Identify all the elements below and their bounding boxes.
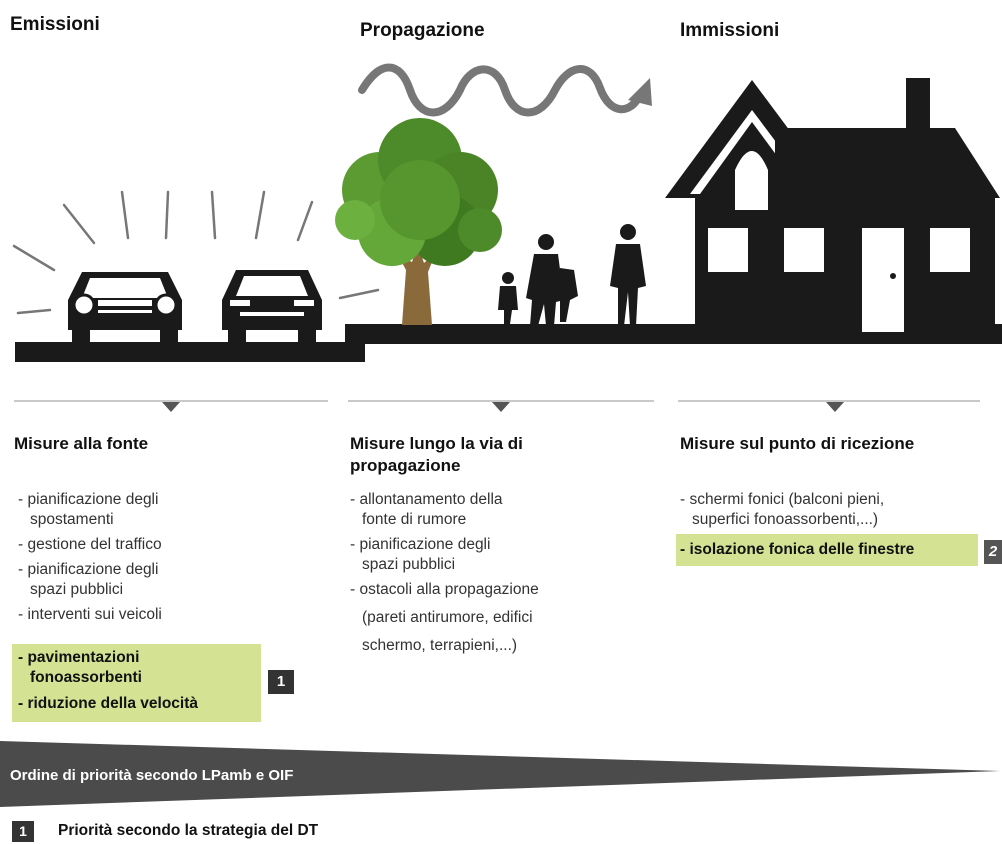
highlight-box [676,534,978,566]
tree-icon [335,118,502,325]
highlight-box [12,644,261,722]
column-divider [348,400,654,402]
car-icon [68,272,182,346]
legend-badge: 1 [12,821,34,842]
list-item: schermo, terrapieni,...) [362,637,518,654]
sound-wave-arrow-icon [358,63,652,117]
list-item: spazi pubblici [30,581,124,598]
down-triangle-icon [492,402,510,412]
measure-list: - pianificazione degli spostamenti - ges… [18,490,318,625]
list-item: - schermi fonici (balconi pieni, [680,491,885,508]
priority-wedge-icon [0,741,1000,807]
list-item: superfici fonoassorbenti,...) [692,511,879,528]
list-item: spostamenti [30,511,114,528]
column-title: Misure alla fonte [14,434,149,453]
column-title-line: Misure lungo la via di [350,434,523,453]
list-item: - gestione del traffico [18,536,162,553]
ground-icon [15,324,1002,362]
column-divider [678,400,980,402]
list-item: spazi pubblici [362,556,456,573]
highlighted-measures: - pavimentazioni fonoassorbenti - riduzi… [18,648,198,714]
list-item: - pianificazione degli [350,536,491,553]
list-item: (pareti antirumore, edifici [362,609,533,626]
sound-rays-icon [12,190,380,315]
measure-list: - allontanamento della fonte di rumore -… [350,490,650,656]
column-title: Misure sul punto di ricezione [680,434,915,453]
legend-text: Priorità secondo la strategia del DT [58,822,319,839]
measure-list: - schermi fonici (balconi pieni, superfi… [680,490,990,530]
priority-bar-label: Ordine di priorità secondo LPamb e OIF [10,767,294,784]
column-title: Misure lungo la via di propagazione [350,433,523,477]
list-item: - riduzione della velocità [18,695,199,712]
list-item: - pavimentazioni [18,649,140,666]
house-icon [665,78,1000,332]
propagation-heading: Propagazione [360,20,485,41]
down-triangle-icon [162,402,180,412]
list-item: - isolazione fonica delle finestre [680,541,915,558]
list-item: - ostacoli alla propagazione [350,581,539,598]
priority-badge: 1 [268,670,294,694]
list-item: fonte di rumore [362,511,467,528]
immission-heading: Immissioni [680,20,780,41]
priority-badge: 2 [984,540,1002,564]
list-item: - pianificazione degli [18,491,159,508]
list-item: - pianificazione degli [18,561,159,578]
list-item: fonoassorbenti [30,669,142,686]
car-icon [222,270,322,346]
column-title-line: propagazione [350,456,461,475]
people-icon [498,224,646,326]
list-item: - allontanamento della [350,491,503,508]
down-triangle-icon [826,402,844,412]
emission-heading: Emissioni [10,14,100,35]
list-item: - interventi sui veicoli [18,606,162,623]
noise-scene-illustration [12,63,1002,362]
column-divider [14,400,328,402]
